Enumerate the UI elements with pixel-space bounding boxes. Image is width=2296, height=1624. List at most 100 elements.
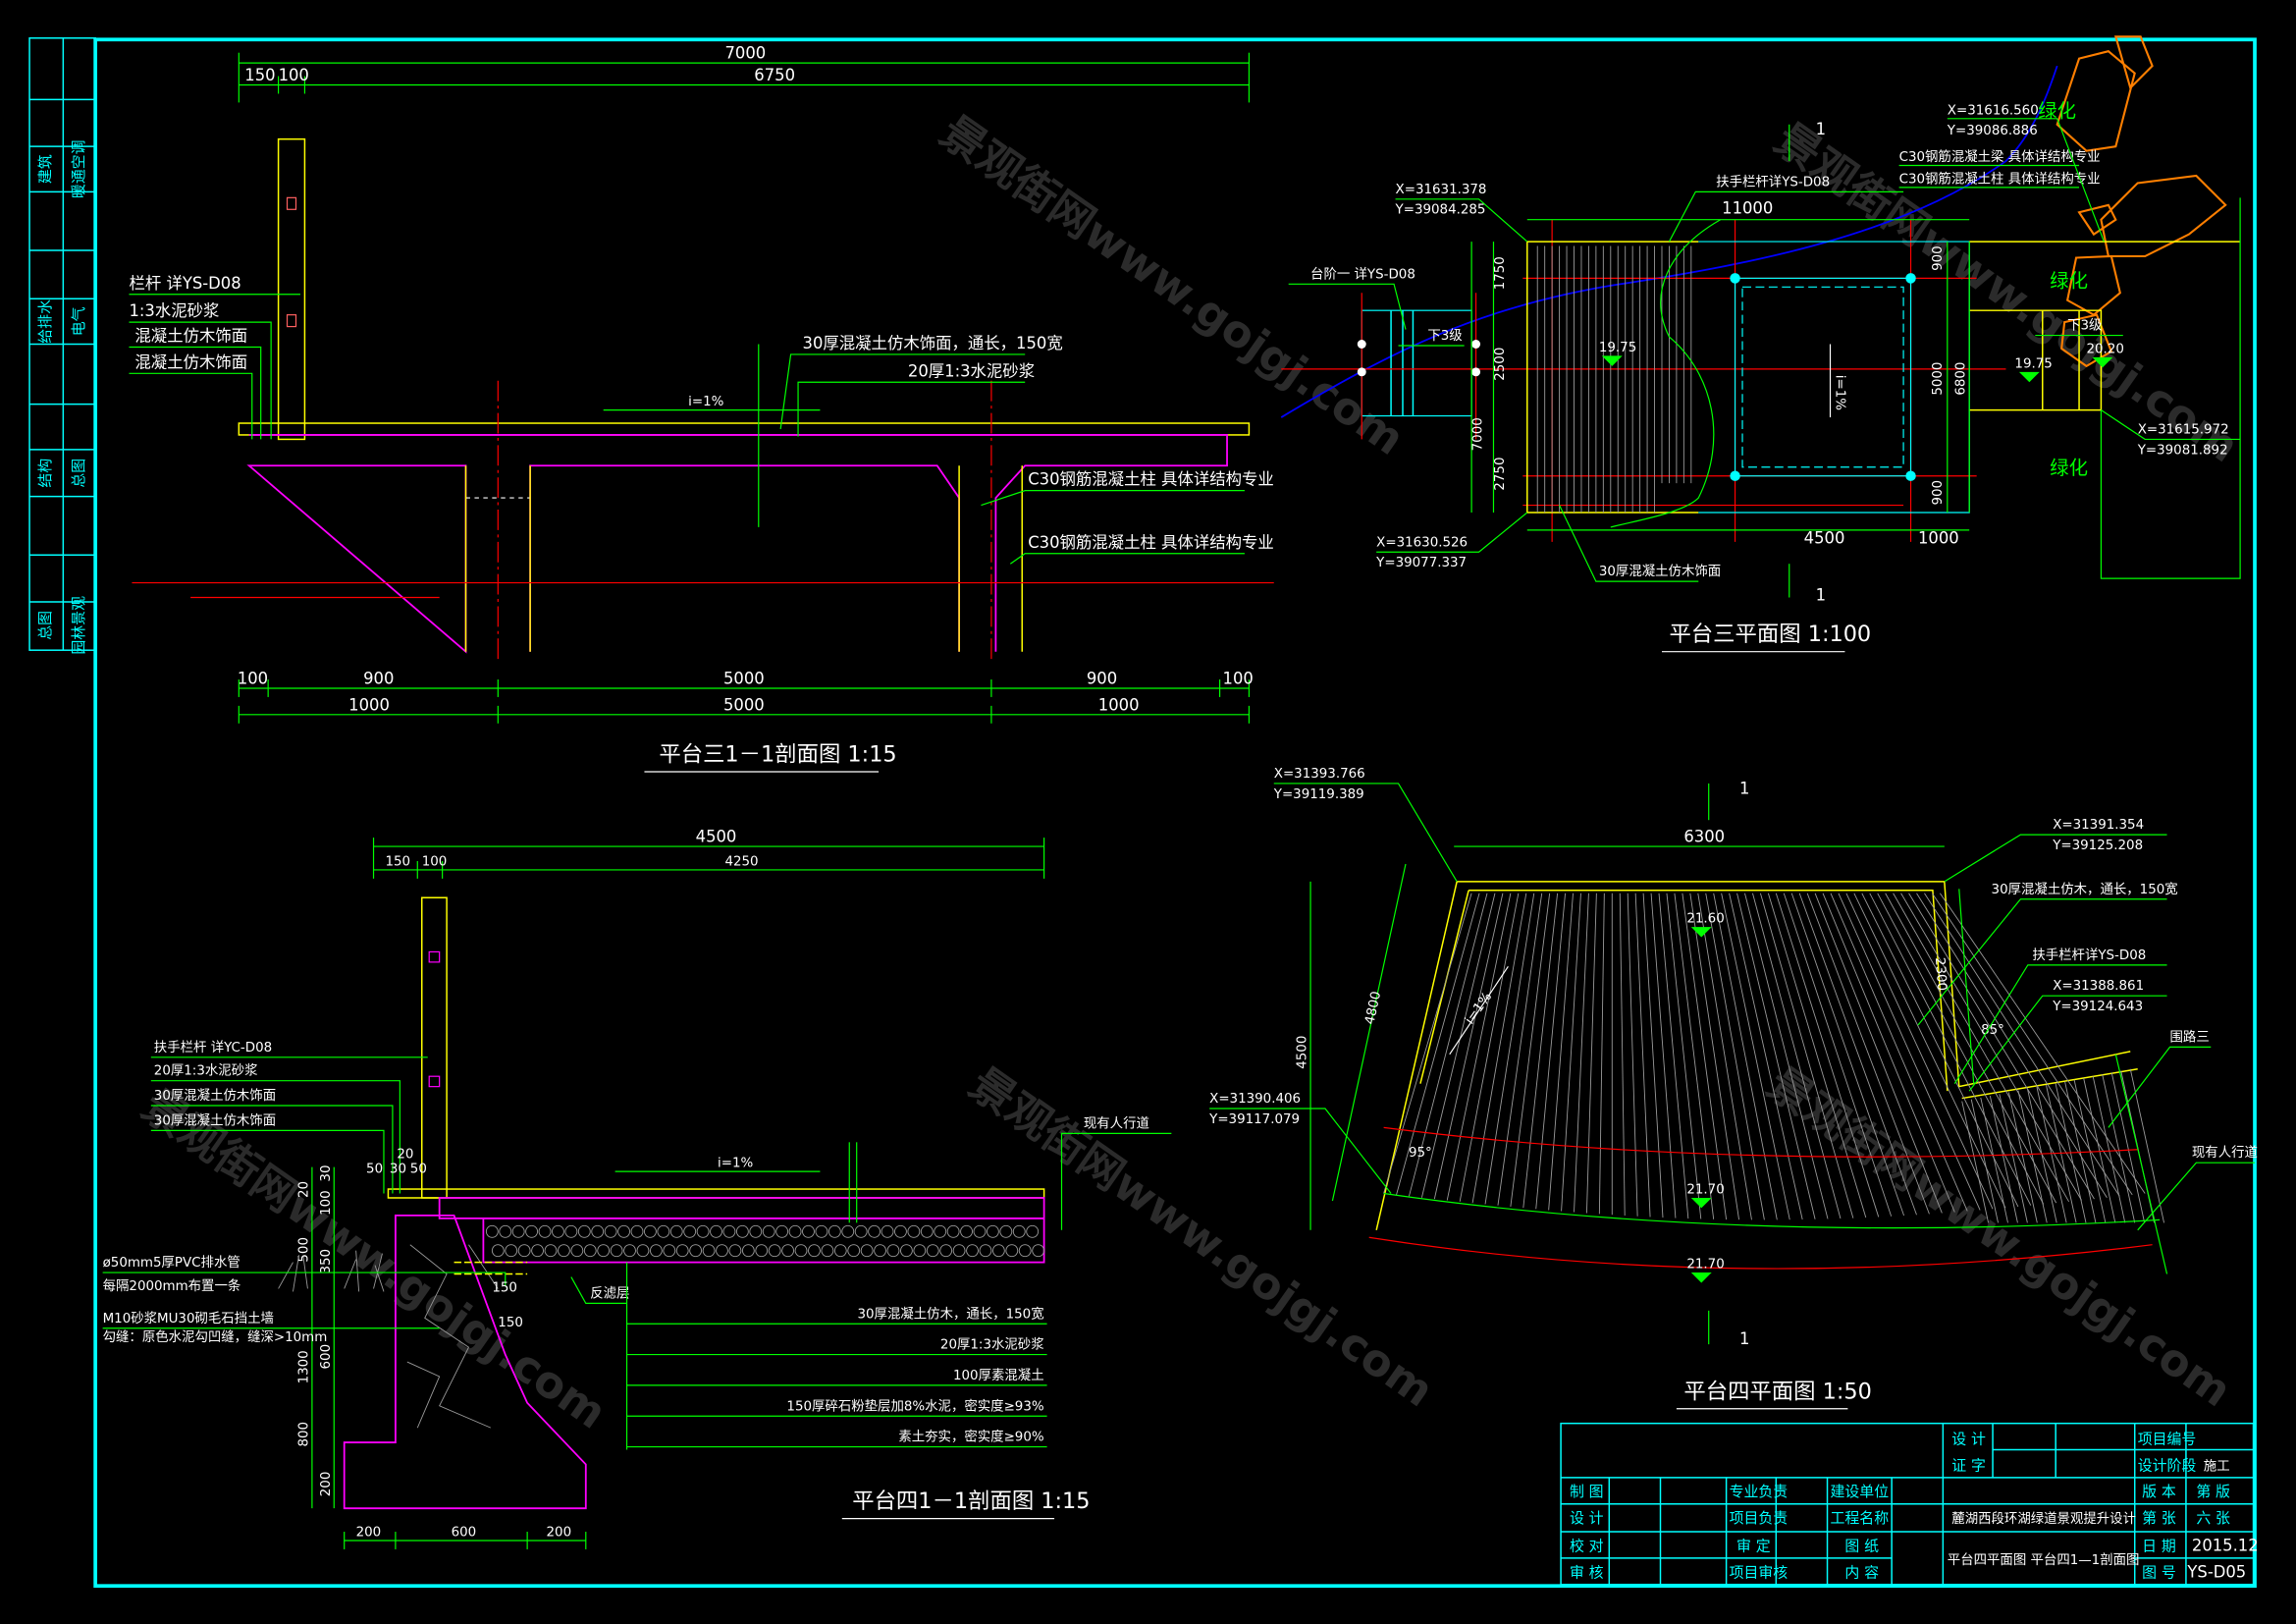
label-greening: 绿化 [2050,457,2088,479]
coord-ne-y: Y=39125.208 [2052,839,2143,853]
deck-board [1970,1099,1999,1223]
label-beam: C30钢筋混凝土梁 具体详结构专业 [1899,148,2101,165]
gravel [657,1224,670,1238]
coord-sw-x: X=31630.526 [1376,535,1468,550]
deck-board [1634,893,1651,1218]
label-wood-facing: 30厚混凝土仿木饰面，通长，150宽 [803,334,1063,352]
tb-label: 图 号 [2142,1563,2176,1581]
deck-board [1744,893,1829,1219]
label-column: C30钢筋混凝土柱 具体详结构专业 [1028,533,1274,552]
gravel [973,1224,987,1238]
elevation: 21.70 [1686,1258,1724,1272]
dim: 600 [319,1344,334,1370]
gravel [604,1224,617,1238]
deck-board [1497,893,1543,1206]
gravel [900,1244,913,1258]
deck-board [1650,893,1677,1218]
section-mark: 1 [1816,585,1826,604]
label-road: 围路三 [2170,1029,2210,1045]
dim: 150 [385,854,410,869]
dim-total: 4500 [696,828,737,846]
label-facing: 30厚混凝土仿木，通长，150宽 [1992,881,2178,897]
deck-board [1932,893,2133,1196]
label-railing: 栏杆 详YS-D08 [129,274,240,293]
layer-label: 100厚素混凝土 [953,1368,1044,1383]
tb-value: 六 张 [2196,1509,2230,1527]
watermark: 景观街网www.gojgj.com [1758,1057,2241,1418]
deck-board [1433,893,1504,1200]
tb-drawing-content: 平台四平面图 平台四1—1剖面图 [1948,1552,2140,1568]
layer-label: 150厚碎石粉垫层加8%水泥，密实度≥93% [786,1397,1043,1414]
gravel [781,1244,795,1258]
dim: 20 [296,1181,311,1198]
strip-label: 结构 [36,459,54,488]
gravel [544,1244,558,1258]
label-handrail: 扶手栏杆详YS-D08 [1716,174,1830,189]
strip-label: 总图 [36,611,54,640]
deck-board [1383,893,1472,1194]
gravel [617,1224,630,1238]
gravel [788,1224,802,1238]
tb-label: 项目编号 [2138,1431,2197,1448]
coord-sw-x: X=31390.406 [1209,1092,1301,1107]
coord-e-x: X=31388.861 [2053,979,2144,994]
tb-label: 专业负责 [1730,1483,1789,1500]
dim: 900 [1931,480,1946,506]
gravel [952,1244,966,1258]
strip-label: 电气 [70,306,87,336]
label-steps-down: 下3级 [2067,318,2102,334]
label-facing: 30厚混凝土仿木饰面 [154,1088,276,1104]
deck-board [1877,893,2045,1205]
coord-e-y: Y=39124.643 [2052,1000,2143,1014]
gravel [802,1224,815,1238]
gravel [1018,1244,1032,1258]
section3-drawing: 7000 150 100 6750 i=1% 栏杆 详YS-D08 1:3水泥砂… [129,44,1274,773]
gravel [689,1244,703,1258]
gravel [1012,1224,1026,1238]
tb-label: 建设单位 [1831,1483,1890,1500]
dim: 1000 [348,695,390,714]
dim: 5000 [723,695,765,714]
dim: 2500 [1493,348,1508,381]
gravel [735,1224,749,1238]
tb-stage-value: 施工 [2204,1458,2230,1474]
deck-board [1759,893,1854,1218]
gravel [696,1224,710,1238]
deck-board [1939,893,2146,1194]
gravel [630,1224,644,1238]
deck-board [1585,893,1597,1214]
gravel [894,1224,907,1238]
section-mark: 1 [1739,779,1749,797]
watermarks: 景观街网www.gojgj.com 景观街网www.gojgj.com 景观街网… [133,105,2249,1438]
deck-board [2102,1074,2136,1223]
deck-board [1627,893,1638,1217]
dim: 30 [319,1165,334,1182]
gravel [710,1224,722,1238]
label-facing: 混凝土仿木饰面 [134,352,247,371]
tb-label: 内 容 [1844,1563,1879,1581]
deck-board [2110,1072,2146,1223]
coord-se-y: Y=39081.892 [2137,443,2228,458]
coord-nw-x: X=31631.378 [1396,183,1487,197]
gravel [741,1244,755,1258]
gravel [649,1244,663,1258]
slope-label: i=1% [718,1157,753,1171]
label-drain: ø50mm5厚PVC排水管 [103,1255,240,1271]
deck-board [1721,893,1790,1220]
title-block: 设 计 证 字 项目编号 设计阶段 施工 制 图 设 计 校 对 审 核 专业负… [1560,1422,2259,1586]
deck-board [1446,893,1512,1201]
coord-ne-x: X=31391.354 [2053,818,2144,833]
dim: 2750 [1493,458,1508,491]
deck-board [1522,893,1559,1209]
gravel [999,1224,1013,1238]
deck-board [1989,1095,2018,1223]
tb-label: 审 定 [1736,1537,1771,1554]
gravel [499,1224,512,1238]
deck-board [1535,893,1567,1210]
gravel [663,1244,676,1258]
deck-board [1729,893,1803,1220]
dim: 1000 [1098,695,1140,714]
deck-board [1548,893,1574,1211]
gravel [939,1244,953,1258]
gravel [505,1244,518,1258]
